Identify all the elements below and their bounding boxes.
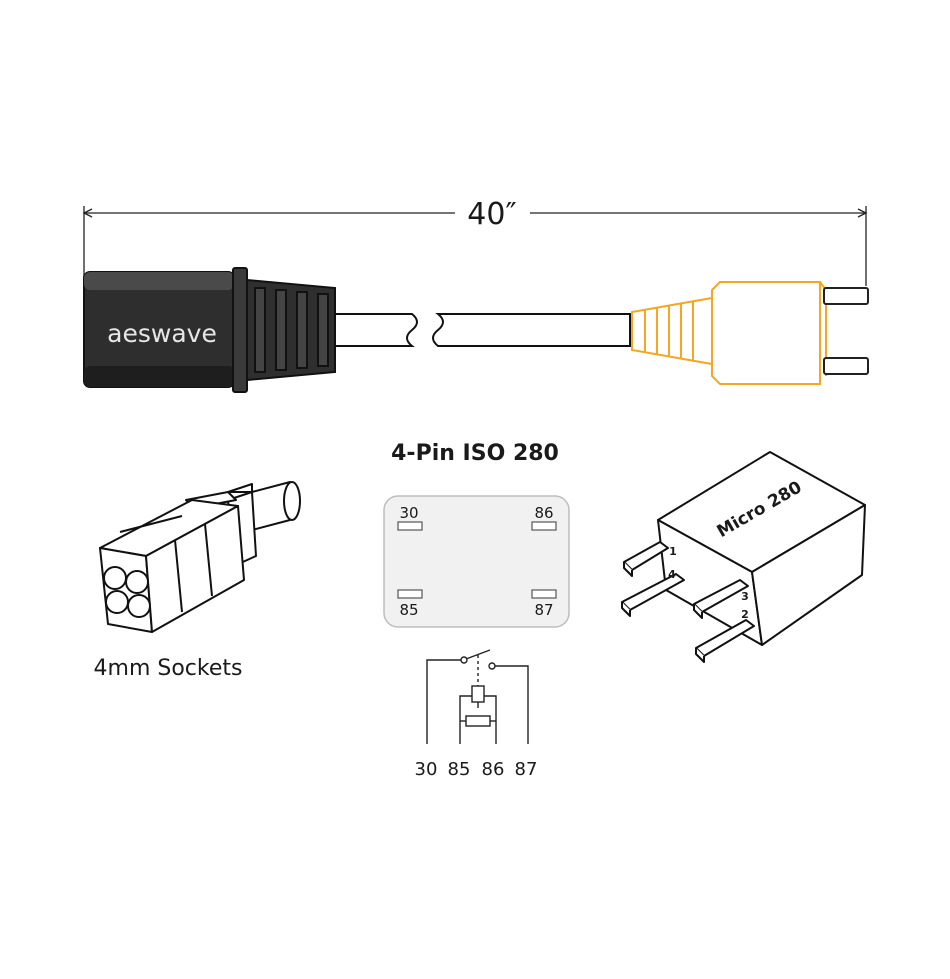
euro-plug xyxy=(631,281,827,385)
micro-relay xyxy=(621,451,866,663)
schematic-label-30: 30 xyxy=(415,759,438,780)
pin-87-slot xyxy=(531,589,557,599)
relay-pinout-panel xyxy=(383,495,570,628)
relay-pin-number-2: 2 xyxy=(741,608,749,621)
pin-85-slot xyxy=(397,589,423,599)
connector-flange xyxy=(232,267,248,393)
sockets-caption: 4mm Sockets xyxy=(94,656,243,681)
relay-pin-number-3: 3 xyxy=(741,590,749,603)
schematic-label-86: 86 xyxy=(482,759,505,780)
brand-logo: aeswave xyxy=(107,319,217,348)
pin-label-87: 87 xyxy=(534,601,553,619)
pin-label-86: 86 xyxy=(534,504,553,522)
pin-30-slot xyxy=(397,521,423,531)
pin-label-85: 85 xyxy=(399,601,418,619)
dimension-line xyxy=(82,206,868,286)
socket-connector xyxy=(99,481,301,633)
plug-prongs xyxy=(823,287,869,375)
relay-schematic xyxy=(426,649,529,744)
cable-wire xyxy=(334,313,631,347)
schematic-label-85: 85 xyxy=(448,759,471,780)
length-label: 40″ xyxy=(467,197,516,232)
relay-title: 4-Pin ISO 280 xyxy=(391,441,559,466)
pin-label-30: 30 xyxy=(399,504,418,522)
connector-body: aeswave xyxy=(83,271,235,388)
relay-pin-number-4: 4 xyxy=(668,568,676,581)
strain-relief xyxy=(246,278,336,382)
pin-86-slot xyxy=(531,521,557,531)
schematic-label-87: 87 xyxy=(515,759,538,780)
relay-pin-number-1: 1 xyxy=(669,545,677,558)
